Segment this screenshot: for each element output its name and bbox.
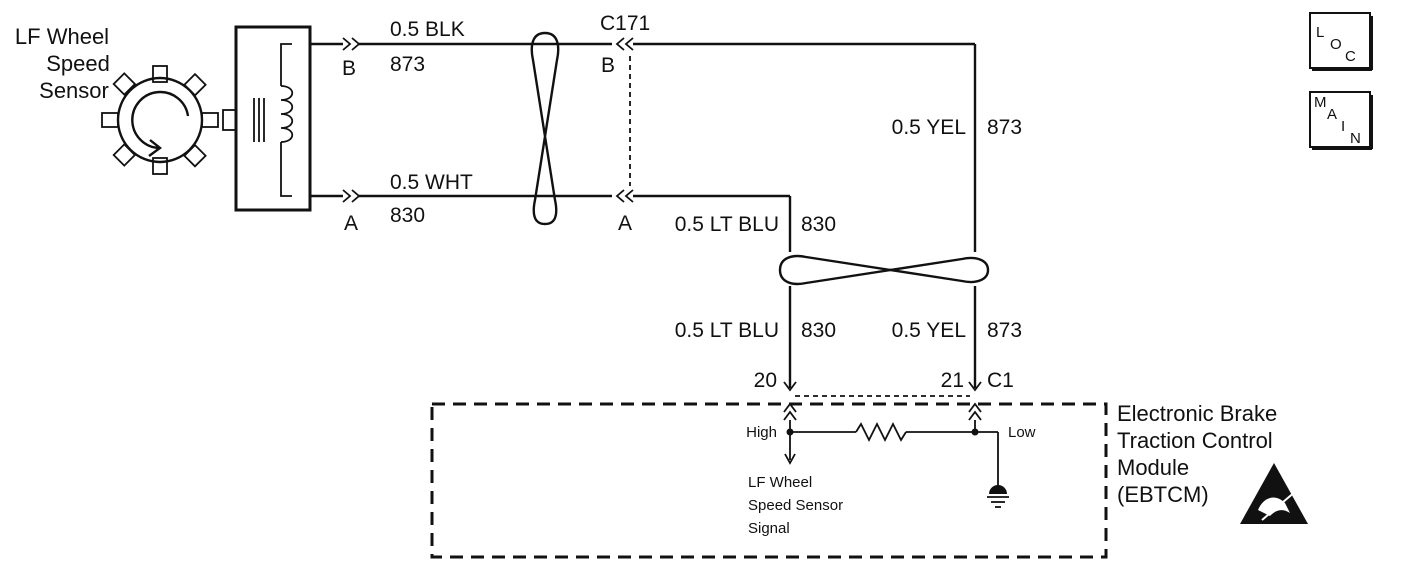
- sensor-pin-a-label: A: [344, 212, 358, 235]
- right-upper-wire-circuit: 873: [987, 116, 1022, 139]
- loc-letter-o: O: [1330, 36, 1342, 53]
- main-letter-i: I: [1341, 118, 1345, 135]
- connector-labels: C171 B A 20 21 C1: [600, 12, 1014, 392]
- sensor-pin-b-label: B: [342, 57, 356, 80]
- mid-upper-wire-circuit: 830: [801, 213, 836, 236]
- connector-c1-name: C1: [987, 369, 1014, 392]
- module-name: Electronic Brake Traction Control Module…: [1117, 401, 1277, 507]
- bottom-wire-color: 0.5 WHT: [390, 171, 473, 194]
- connector-c1-pin-20: 20: [754, 369, 777, 392]
- sensor-title: LF Wheel Speed Sensor: [15, 24, 110, 103]
- twisted-pair-horizontal: [778, 254, 990, 286]
- main-letter-n: N: [1350, 130, 1361, 147]
- connector-c171-name: C171: [600, 12, 650, 35]
- ebtcm-module-outline: [430, 402, 1108, 559]
- connector-c1: [783, 381, 982, 421]
- bottom-wire-circuit: 830: [390, 204, 425, 227]
- top-wire-circuit: 873: [390, 53, 425, 76]
- ground-icon: [987, 485, 1009, 508]
- mid-upper-wire-color: 0.5 LT BLU: [675, 213, 779, 236]
- connector-c171-pin-b: B: [601, 54, 615, 77]
- right-upper-wire-color: 0.5 YEL: [892, 116, 966, 139]
- connector-c1-pin-21: 21: [941, 369, 964, 392]
- module-name-line1: Electronic Brake: [1117, 401, 1277, 426]
- main-letter-m: M: [1314, 94, 1327, 111]
- sensor-title-line1: LF Wheel: [15, 24, 109, 49]
- sensor-title-line3: Sensor: [39, 78, 109, 103]
- right-lower-wire-color: 0.5 YEL: [892, 319, 966, 342]
- module-name-line2: Traction Control: [1117, 428, 1273, 453]
- wire-830-bottom: [310, 189, 792, 252]
- module-name-line3: Module: [1117, 455, 1189, 480]
- main-letter-a: A: [1327, 106, 1337, 123]
- esd-warning-icon: [1240, 463, 1308, 524]
- top-wire-color: 0.5 BLK: [390, 18, 465, 41]
- wire-873-top: [310, 37, 977, 252]
- main-button[interactable]: M A I N: [1309, 91, 1373, 150]
- twisted-pair-vertical: [530, 31, 560, 226]
- signal-label-line1: LF Wheel: [748, 474, 812, 491]
- high-label: High: [746, 424, 777, 441]
- loc-letter-c: C: [1345, 48, 1356, 65]
- signal-label-line3: Signal: [748, 520, 790, 537]
- mid-lower-wire-circuit: 830: [801, 319, 836, 342]
- sensor-housing: [222, 25, 312, 212]
- sensor-title-line2: Speed: [46, 51, 110, 76]
- connector-c171-pin-a: A: [618, 212, 632, 235]
- low-label: Low: [1008, 424, 1036, 441]
- ebtcm-internal-circuit: [784, 420, 999, 486]
- loc-button[interactable]: L O C: [1309, 12, 1373, 71]
- loc-letter-l: L: [1316, 24, 1324, 41]
- right-lower-wire-circuit: 873: [987, 319, 1022, 342]
- wire-labels: 0.5 BLK 873 0.5 WHT 830 0.5 YEL 873 0.5 …: [390, 18, 1022, 342]
- module-name-line4: (EBTCM): [1117, 482, 1209, 507]
- signal-label-line2: Speed Sensor: [748, 497, 843, 514]
- tone-wheel-icon: [101, 65, 219, 175]
- mid-lower-wire-color: 0.5 LT BLU: [675, 319, 779, 342]
